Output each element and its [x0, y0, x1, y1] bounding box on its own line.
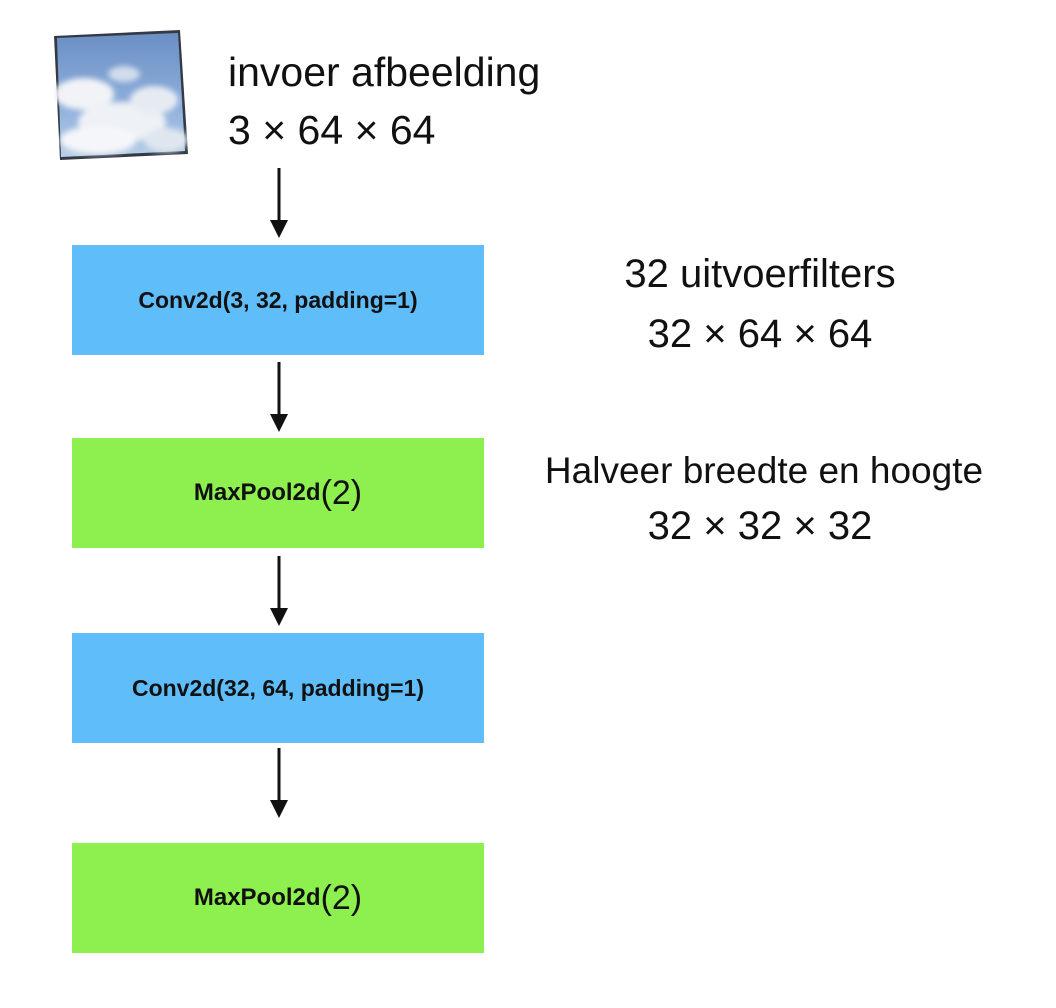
arrow-down-icon	[262, 168, 296, 240]
layer-maxpool2d-2: MaxPool2d(2)	[72, 843, 484, 953]
layer-label: MaxPool2d	[193, 479, 321, 506]
layer-label: MaxPool2d	[193, 884, 321, 911]
input-image	[54, 30, 188, 160]
layer-label: Conv2d(32, 64, padding=1)	[131, 674, 425, 701]
annotation-dimensions: 32 × 32 × 32	[647, 504, 873, 548]
arrow-down-icon	[262, 748, 296, 820]
annotation-title: Halveer breedte en hoogte	[544, 450, 984, 491]
layer-conv2d-1: Conv2d(3, 32, padding=1)	[72, 245, 484, 355]
annotation-dimensions: 32 × 64 × 64	[647, 312, 873, 356]
layer-label: Conv2d(3, 32, padding=1)	[138, 286, 418, 313]
layer-conv2d-2: Conv2d(32, 64, padding=1)	[72, 633, 484, 743]
arrow-down-icon	[262, 556, 296, 628]
annotation-title: 32 uitvoerfilters	[624, 252, 896, 296]
input-dimensions: 3 × 64 × 64	[228, 107, 436, 153]
arrow-down-icon	[262, 362, 296, 434]
layer-argument: (2)	[320, 879, 363, 917]
layer-maxpool2d-1: MaxPool2d(2)	[72, 438, 484, 548]
input-title: invoer afbeelding	[228, 49, 541, 95]
layer-argument: (2)	[320, 474, 363, 512]
